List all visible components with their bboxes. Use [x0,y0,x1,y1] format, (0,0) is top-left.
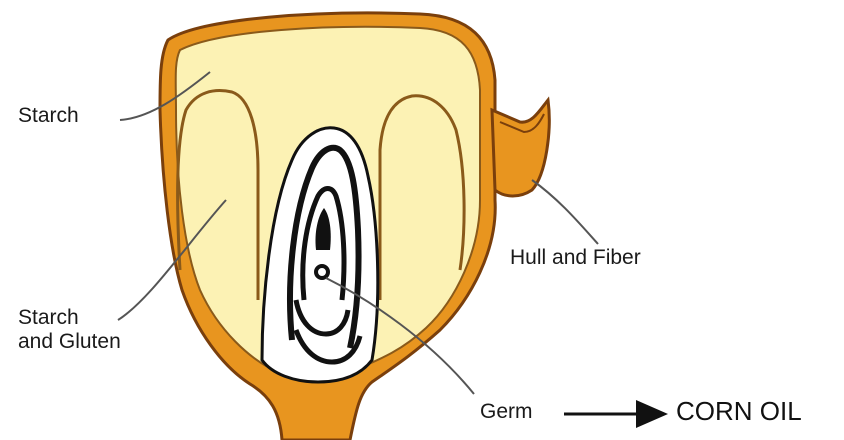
germ-arrow-head [636,400,668,428]
hull-leader-line [532,180,598,244]
hull-flap [492,100,549,196]
starch-and-gluten-line1: Starch [18,306,121,330]
starch-and-gluten-line2: and Gluten [18,330,121,354]
starch-and-gluten-label: Starch and Gluten [18,306,121,354]
hull-and-fiber-label: Hull and Fiber [510,246,641,270]
starch-label: Starch [18,104,79,128]
germ-point [316,266,328,278]
corn-oil-label: CORN OIL [676,396,802,427]
germ-label: Germ [480,400,533,424]
